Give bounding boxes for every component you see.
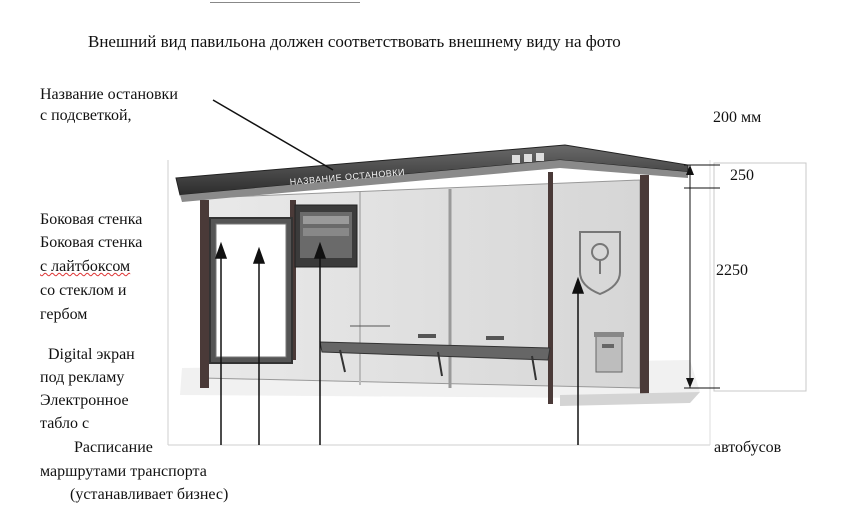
label-digital-1: Digital экран (48, 346, 135, 363)
cropped-text-fragment (210, 0, 360, 3)
label-side-wall-2: Боковая стенка (40, 234, 143, 251)
label-side-wall-4: со стеклом и (40, 282, 127, 299)
coat-of-arms (579, 231, 621, 296)
label-board-2: табло с (40, 415, 90, 432)
label-side-wall-5: гербом (40, 306, 88, 323)
page-heading: Внешний вид павильона должен соответство… (88, 32, 621, 51)
dimension-top-band: 250 (730, 167, 754, 184)
bench (319, 341, 551, 361)
label-stop-name-1: Название остановки (40, 86, 178, 103)
dimension-box (713, 162, 807, 392)
label-routes: маршрутами транспорта (40, 463, 207, 480)
label-side-wall-3: с лайтбоксом (40, 258, 131, 275)
label-business: (устанавливает бизнес) (70, 486, 229, 503)
label-board-1: Электронное (40, 392, 129, 409)
label-digital-2: под рекламу (40, 369, 125, 386)
label-side-wall-1: Боковая стенка (40, 211, 143, 228)
label-schedule: Расписание (74, 439, 153, 456)
dimension-height: 2250 (716, 262, 748, 279)
label-stop-name-2: с подсветкой, (40, 107, 132, 124)
trash-bin (595, 335, 623, 373)
label-buses: автобусов (714, 439, 782, 456)
dimension-roof: 200 мм (713, 109, 762, 126)
